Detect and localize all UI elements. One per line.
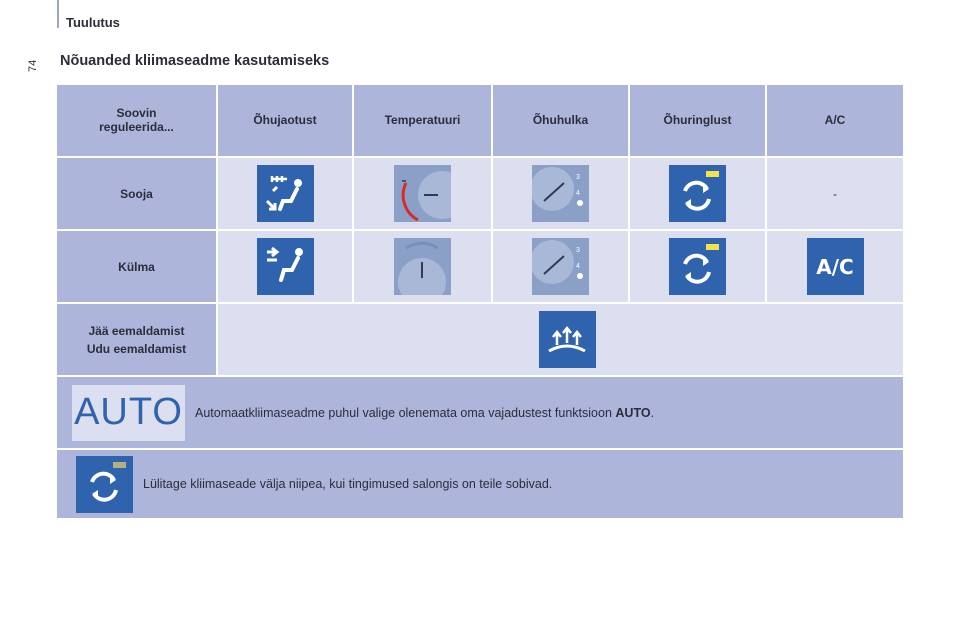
air-recirculation-icon [76,455,133,513]
table-row: Külma [57,231,903,302]
column-header: A/C [767,85,903,156]
air-distribution-face-icon [256,238,314,295]
air-recirculation-icon [669,165,726,222]
table-row: AUTO Automaatkliimaseadme puhul valige o… [57,377,903,448]
row-label: Külma [57,231,216,302]
windscreen-demist-icon [539,311,596,368]
column-header: Õhujaotust [218,85,352,156]
svg-text:3: 3 [576,174,580,181]
row-label: Udu eemaldamist [86,341,187,356]
auto-button-icon: AUTO [72,384,185,441]
section-title: Tuulutus [66,15,120,30]
page-title: Nõuanded kliimaseadme kasutamiseks [60,53,330,69]
column-header: Õhuringlust [630,85,765,156]
ac-icon: A/C [806,238,864,295]
recirculation-note: Lülitage kliimaseade välja niipea, kui t… [143,477,553,491]
column-header: Õhuhulka [493,85,628,156]
row-label: Jää eemaldamist [88,323,185,338]
table-row: Lülitage kliimaseade välja niipea, kui t… [57,450,903,518]
climate-table: Soovin reguleerida... Õhujaotust Tempera… [57,85,903,520]
svg-text:4: 4 [576,190,580,197]
fan-speed-knob-icon: 3 4 [532,238,589,295]
column-header: Temperatuuri [354,85,491,156]
svg-text:4: 4 [576,263,580,270]
row-label: Sooja [57,158,216,229]
svg-text:3: 3 [576,247,580,254]
table-header-row: Soovin reguleerida... Õhujaotust Tempera… [57,85,903,156]
table-row: Jää eemaldamist Udu eemaldamist [57,304,903,375]
table-row: Sooja [57,158,903,229]
air-recirculation-icon [669,238,726,295]
temperature-knob-cold-icon [394,238,451,295]
ac-cell-value: - [767,158,903,229]
auto-label: AUTO [74,391,183,433]
temperature-knob-hot-icon [394,165,451,222]
section-marker [57,0,59,28]
page-number: 74 [27,59,39,72]
auto-note: Automaatkliimaseadme puhul valige olenem… [195,405,655,420]
ac-icon-label: A/C [816,254,854,279]
fan-speed-knob-icon: 3 4 [532,165,589,222]
air-distribution-windscreen-feet-icon [256,165,314,222]
column-header: Soovin reguleerida... [57,85,216,156]
